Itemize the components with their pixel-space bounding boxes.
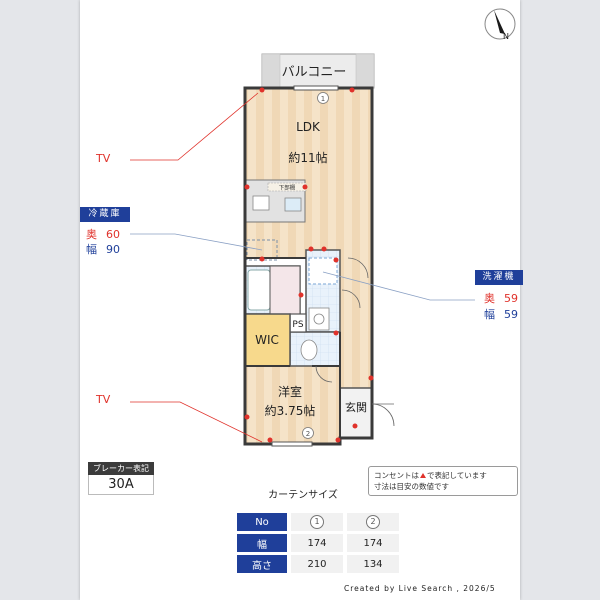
western-room: [245, 366, 340, 444]
outlet-icon: [420, 473, 426, 478]
entrance-label: 玄関: [345, 400, 367, 414]
ps-label: PS: [292, 320, 303, 330]
compass-letter: N: [503, 32, 509, 41]
tv-label-ldk: TV: [96, 152, 111, 165]
curtain-title: カーテンサイズ: [268, 490, 338, 501]
wic-label: WIC: [255, 333, 279, 347]
balcony-label: バルコニー: [282, 65, 347, 80]
curtain-table: No 1 2 幅 174 174 高さ 210 134: [233, 510, 403, 576]
balcony: [261, 53, 375, 89]
outlet-note: コンセントはで表記しています 寸法は目安の数値です: [368, 466, 518, 496]
tv-label-western: TV: [96, 393, 111, 406]
ldk-label: LDK: [296, 120, 321, 134]
table-row: No 1 2: [237, 513, 399, 531]
window-number-icon: 2: [366, 515, 380, 529]
window-number-2: 2: [302, 427, 314, 439]
ldk-room: [245, 88, 372, 258]
ldk-size: 約11帖: [288, 150, 327, 165]
storage-label: 下部棚: [279, 184, 296, 192]
western-label: 洋室: [278, 384, 302, 399]
window-number-icon: 1: [310, 515, 324, 529]
svg-text:1: 1: [321, 95, 325, 103]
table-row: 高さ 210 134: [237, 555, 399, 573]
fridge-tag: 冷蔵庫: [80, 207, 130, 222]
outlet-markers: [244, 87, 374, 443]
compass-icon: N: [484, 8, 516, 41]
svg-text:2: 2: [306, 430, 310, 438]
table-row: 幅 174 174: [237, 534, 399, 552]
breaker-title: ブレーカー表記: [88, 462, 154, 475]
washer-space: [308, 257, 338, 285]
western-size: 約3.75帖: [265, 403, 316, 418]
breaker-box: ブレーカー表記 30A: [88, 462, 154, 496]
washer-tag: 洗濯機: [475, 270, 523, 285]
credit-text: Created by Live Search , 2026/5: [344, 584, 496, 593]
window-number-1: 1: [317, 92, 329, 104]
breaker-value: 30A: [88, 475, 154, 495]
